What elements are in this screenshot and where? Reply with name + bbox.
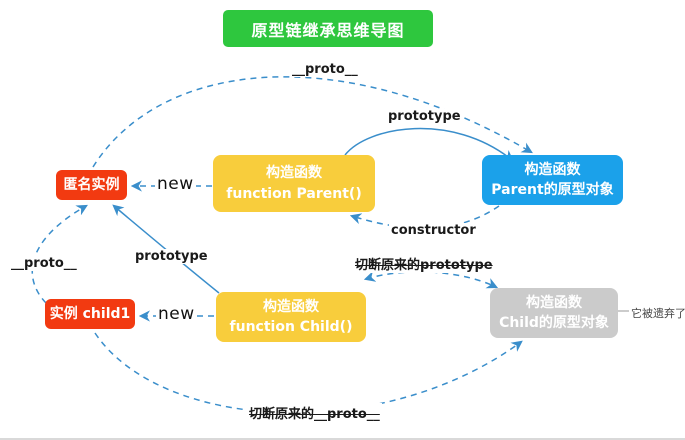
node-parent-function-line1: 构造函数: [266, 165, 322, 182]
edge-label-prototype-parent: prototype: [386, 109, 463, 124]
edge-label-proto-child1: __proto__: [9, 256, 79, 271]
edge-label-prototype-child: prototype: [133, 249, 210, 264]
node-parent-prototype[interactable]: 构造函数 Parent的原型对象: [482, 155, 623, 205]
node-parent-prototype-line1: 构造函数: [524, 161, 581, 178]
edge-label-new-child: new: [156, 304, 197, 324]
node-child1-instance-label: 实例 child1: [49, 305, 131, 322]
node-child1-instance[interactable]: 实例 child1: [45, 299, 135, 329]
edge-constructor: [349, 205, 500, 229]
edge-label-cut-proto: 切断原来的__proto__: [247, 403, 382, 422]
node-anonymous-instance-label: 匿名实例: [63, 176, 120, 193]
node-parent-prototype-line2: Parent的原型对象: [491, 182, 614, 198]
edge-proto-top: [92, 76, 533, 168]
node-child-prototype[interactable]: 构造函数 Child的原型对象: [490, 288, 618, 338]
node-parent-function[interactable]: 构造函数 function Parent(): [213, 155, 375, 212]
node-anonymous-instance[interactable]: 匿名实例: [56, 170, 127, 200]
node-child-prototype-line2: Child的原型对象: [499, 315, 609, 331]
diagram-title-node[interactable]: 原型链继承思维导图: [223, 10, 433, 47]
node-child-function[interactable]: 构造函数 function Child(): [216, 292, 366, 342]
edge-cut-proto: [94, 332, 523, 414]
node-parent-function-line2: function Parent(): [226, 185, 362, 202]
node-child-function-line2: function Child(): [229, 319, 353, 335]
edge-cut-prototype: [363, 270, 499, 289]
node-child-prototype-line1: 构造函数: [526, 294, 582, 311]
edge-label-constructor: constructor: [389, 223, 478, 238]
abandoned-annotation: 它被遗弃了: [631, 307, 685, 320]
edge-label-cut-prototype: 切断原来的prototype: [353, 254, 495, 273]
node-child-function-line1: 构造函数: [263, 298, 319, 315]
edge-proto-child1: [31, 204, 88, 304]
edge-label-proto-top: __proto__: [290, 62, 360, 77]
edge-label-new-parent: new: [155, 174, 196, 194]
edge-prototype-parent: [344, 127, 514, 162]
